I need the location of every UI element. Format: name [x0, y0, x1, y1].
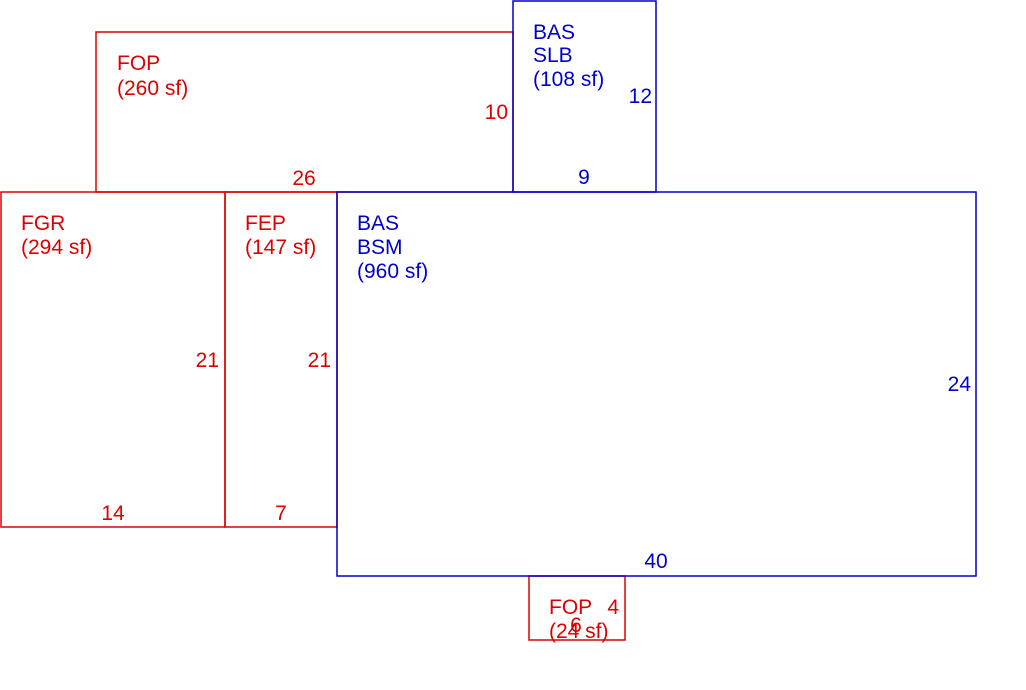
fep-label-2: (147 sf)	[245, 236, 316, 259]
bas-bsm-depth-dim: 24	[948, 373, 972, 396]
fop-bottom-label-1: FOP	[549, 596, 592, 619]
fop-top-width-dim: 26	[292, 167, 315, 190]
fgr-label-2: (294 sf)	[21, 236, 92, 259]
bas-bsm-outline	[336, 191, 977, 577]
fgr-width-dim: 14	[101, 502, 125, 525]
bas-slb-label-1: BAS	[533, 21, 575, 44]
fep-depth-dim: 21	[308, 349, 331, 372]
bas-slb-label-3: (108 sf)	[533, 68, 604, 91]
fep-label-1: FEP	[245, 212, 286, 235]
bas-bsm-label-3: (960 sf)	[357, 260, 428, 283]
bas-slb-width-dim: 9	[578, 166, 590, 189]
bas-slb-depth-dim: 12	[629, 85, 652, 108]
bas-bsm-label-1: BAS	[357, 212, 399, 235]
fop-bottom-depth-dim: 4	[607, 596, 619, 619]
fop-bottom-label-2: (24 sf)	[549, 620, 609, 643]
fgr-label-1: FGR	[21, 212, 65, 235]
bas-slb-label-2: SLB	[533, 44, 573, 67]
bas-bsm-width-dim: 40	[644, 550, 667, 573]
fop-bottom-width-dim: 6	[570, 614, 582, 637]
fop-top-depth-dim: 10	[485, 101, 508, 124]
fep-width-dim: 7	[275, 502, 287, 525]
fgr-depth-dim: 21	[196, 349, 219, 372]
bas-bsm-label-2: BSM	[357, 236, 403, 259]
fop-top-label-2: (260 sf)	[117, 77, 188, 100]
fop-top-label-1: FOP	[117, 52, 160, 75]
